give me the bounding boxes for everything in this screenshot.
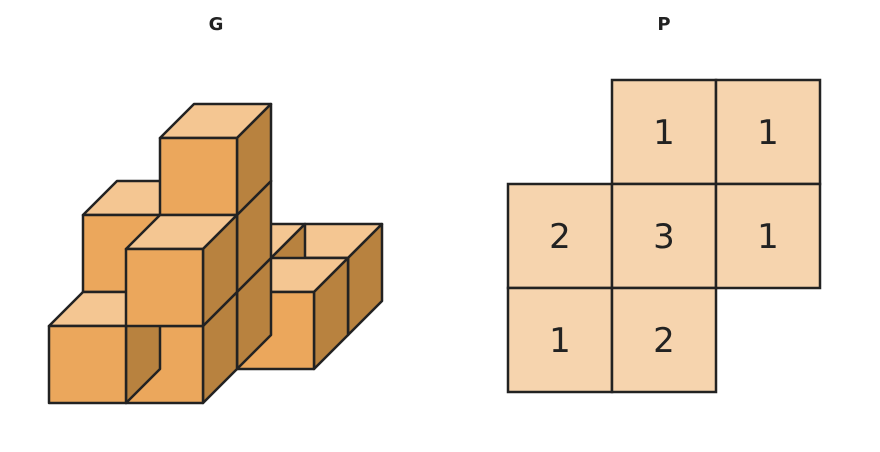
cube-stack-figure (47, 102, 384, 405)
plan-cell (714, 182, 822, 290)
cube-front-face (124, 247, 205, 328)
plan-cell (610, 286, 718, 394)
plan-cell-height: 3 (653, 217, 675, 257)
plan-cell-height: 1 (757, 113, 779, 153)
plan-cell-height: 1 (549, 321, 571, 361)
cube-front-face (47, 324, 128, 405)
cube-front-face (158, 136, 239, 217)
plan-cell-height: 2 (549, 217, 571, 257)
plan-cell-height: 1 (653, 113, 675, 153)
figure-p-label: P (657, 14, 671, 35)
top-view-plan: 1 1 2 3 1 1 2 (506, 78, 822, 394)
plan-cell-height: 1 (757, 217, 779, 257)
figure-g-label: G (208, 14, 224, 35)
plan-cell-height: 2 (653, 321, 675, 361)
